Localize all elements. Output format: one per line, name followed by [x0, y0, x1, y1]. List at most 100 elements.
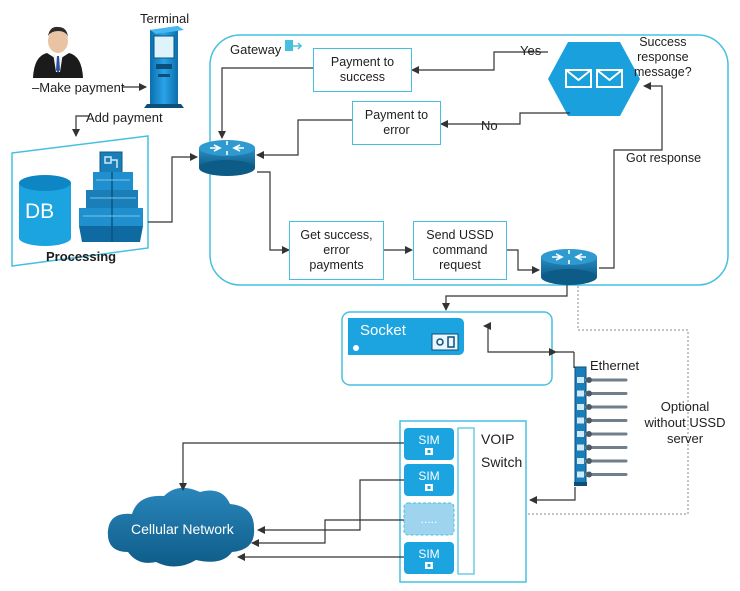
arrow-add-payment	[72, 115, 90, 137]
ethernet-ports	[577, 377, 628, 478]
ethernet-port-dot	[586, 444, 592, 451]
get-payments-line3: payments	[309, 258, 364, 272]
cellular-network-label: Cellular Network	[131, 521, 234, 537]
ethernet-port-dot	[586, 404, 592, 410]
ethernet-port-dot	[586, 377, 592, 383]
voip-switch-bar	[457, 427, 475, 575]
sim-chip-dot	[427, 450, 431, 453]
got-response-label: Got response	[626, 151, 702, 165]
db-cylinder-top	[19, 175, 71, 191]
connector-sim1-network	[179, 442, 404, 491]
ethernet-port-dot	[586, 431, 592, 437]
sim-slot-1	[404, 428, 454, 460]
gateway-label: Gateway	[230, 42, 282, 57]
get-payments-line1: Get success,	[300, 228, 373, 242]
ethernet-label: Ethernet	[590, 358, 640, 373]
send-ussd-line3: request	[439, 258, 481, 272]
payment-success-line2: success	[339, 70, 386, 84]
connector-router-socket	[442, 285, 568, 311]
voip-line1: VOIP	[481, 431, 515, 447]
processing-label: Processing	[46, 249, 117, 264]
sim-slot-label-4: SIM	[418, 547, 439, 561]
voip-switch-label: VOIP Switch	[481, 428, 522, 474]
send-ussd-line1: Send USSD	[426, 228, 494, 242]
send-ussd-line2: command	[432, 243, 488, 257]
ethernet-port-led	[577, 417, 584, 424]
gateway-icon	[285, 40, 303, 51]
terminal-kiosk-icon	[144, 26, 184, 108]
payment-error-line2: error	[383, 123, 410, 137]
sim-slot-2	[404, 464, 454, 496]
ethernet-port-led	[577, 404, 584, 410]
connector-sim2-network	[257, 479, 404, 534]
add-payment-label: Add payment	[86, 110, 163, 125]
ethernet-port-dot	[586, 458, 592, 464]
sim-slots: SIM SIM..... SIM	[403, 428, 455, 574]
sim-chip-dot	[427, 486, 431, 489]
sim-chip-dot	[427, 564, 431, 567]
ethernet-port-led	[577, 471, 584, 478]
envelope-icon-2	[596, 69, 623, 88]
terminal-label: Terminal	[140, 11, 190, 26]
ethernet-port-dot	[586, 417, 592, 424]
ethernet-port-led	[577, 444, 584, 451]
payment-error-line1: Payment to	[364, 108, 429, 122]
connector-send-router	[505, 249, 540, 274]
connector-router-get-payments	[257, 171, 290, 254]
cellular-network-cloud	[107, 487, 255, 567]
sim-slot-label-3: .....	[421, 512, 438, 526]
db-cylinder-bottom	[19, 230, 71, 246]
voip-line2: Switch	[481, 454, 523, 470]
socket-led	[353, 345, 359, 351]
sim-slot-label-2: SIM	[418, 469, 439, 483]
optional-line1: Optional	[660, 399, 710, 414]
decision-line3: message?	[634, 65, 692, 79]
decision-label: Success response message?	[634, 35, 692, 80]
envelope-icon-1	[565, 69, 592, 88]
payment-success-line1: Payment to	[330, 55, 395, 69]
connector-optional-dotted	[528, 286, 689, 515]
yes-label: Yes	[520, 43, 542, 58]
decision-line1: Success	[639, 35, 687, 49]
ethernet-switch-rack	[574, 366, 587, 486]
router-icon-gateway	[199, 140, 255, 176]
decision-line2: response	[637, 50, 689, 64]
sim-slot-label-1: SIM	[418, 433, 439, 447]
get-payments-line2: error	[323, 243, 350, 257]
socket-label: Socket	[360, 322, 406, 339]
connector-processing-router	[148, 153, 198, 223]
connector-socket-ethernet	[483, 322, 557, 356]
connector-got-response	[599, 82, 663, 269]
connector-error-router	[256, 119, 352, 159]
server-stack-icon	[79, 151, 143, 242]
optional-line3: server	[666, 431, 704, 446]
decision-hexagon	[548, 42, 640, 116]
connector-no	[440, 112, 570, 128]
ethernet-port-dot	[586, 390, 592, 397]
connector-success-router	[218, 67, 313, 139]
optional-line2: without USSD	[644, 415, 726, 430]
socket-port	[431, 333, 459, 351]
sim-slot-3	[403, 502, 455, 536]
make-payment-label: –Make payment	[32, 80, 125, 95]
sim-slot-4	[404, 542, 454, 574]
connector-ethernet-voip	[529, 487, 576, 504]
ethernet-port-led	[577, 458, 584, 464]
ethernet-port-led	[577, 390, 584, 397]
make-payment-text: Make payment	[39, 80, 125, 95]
connector-yes	[411, 51, 548, 74]
ethernet-port-led	[577, 377, 584, 383]
ethernet-port-dot	[586, 471, 592, 478]
ethernet-port-led	[577, 431, 584, 437]
no-label: No	[481, 118, 498, 133]
db-label: DB	[25, 200, 55, 223]
db-cylinder-body	[19, 183, 71, 238]
person-icon	[33, 26, 83, 78]
connector-sim3-network	[251, 519, 404, 547]
optional-label: Optional without USSD server	[640, 399, 730, 447]
